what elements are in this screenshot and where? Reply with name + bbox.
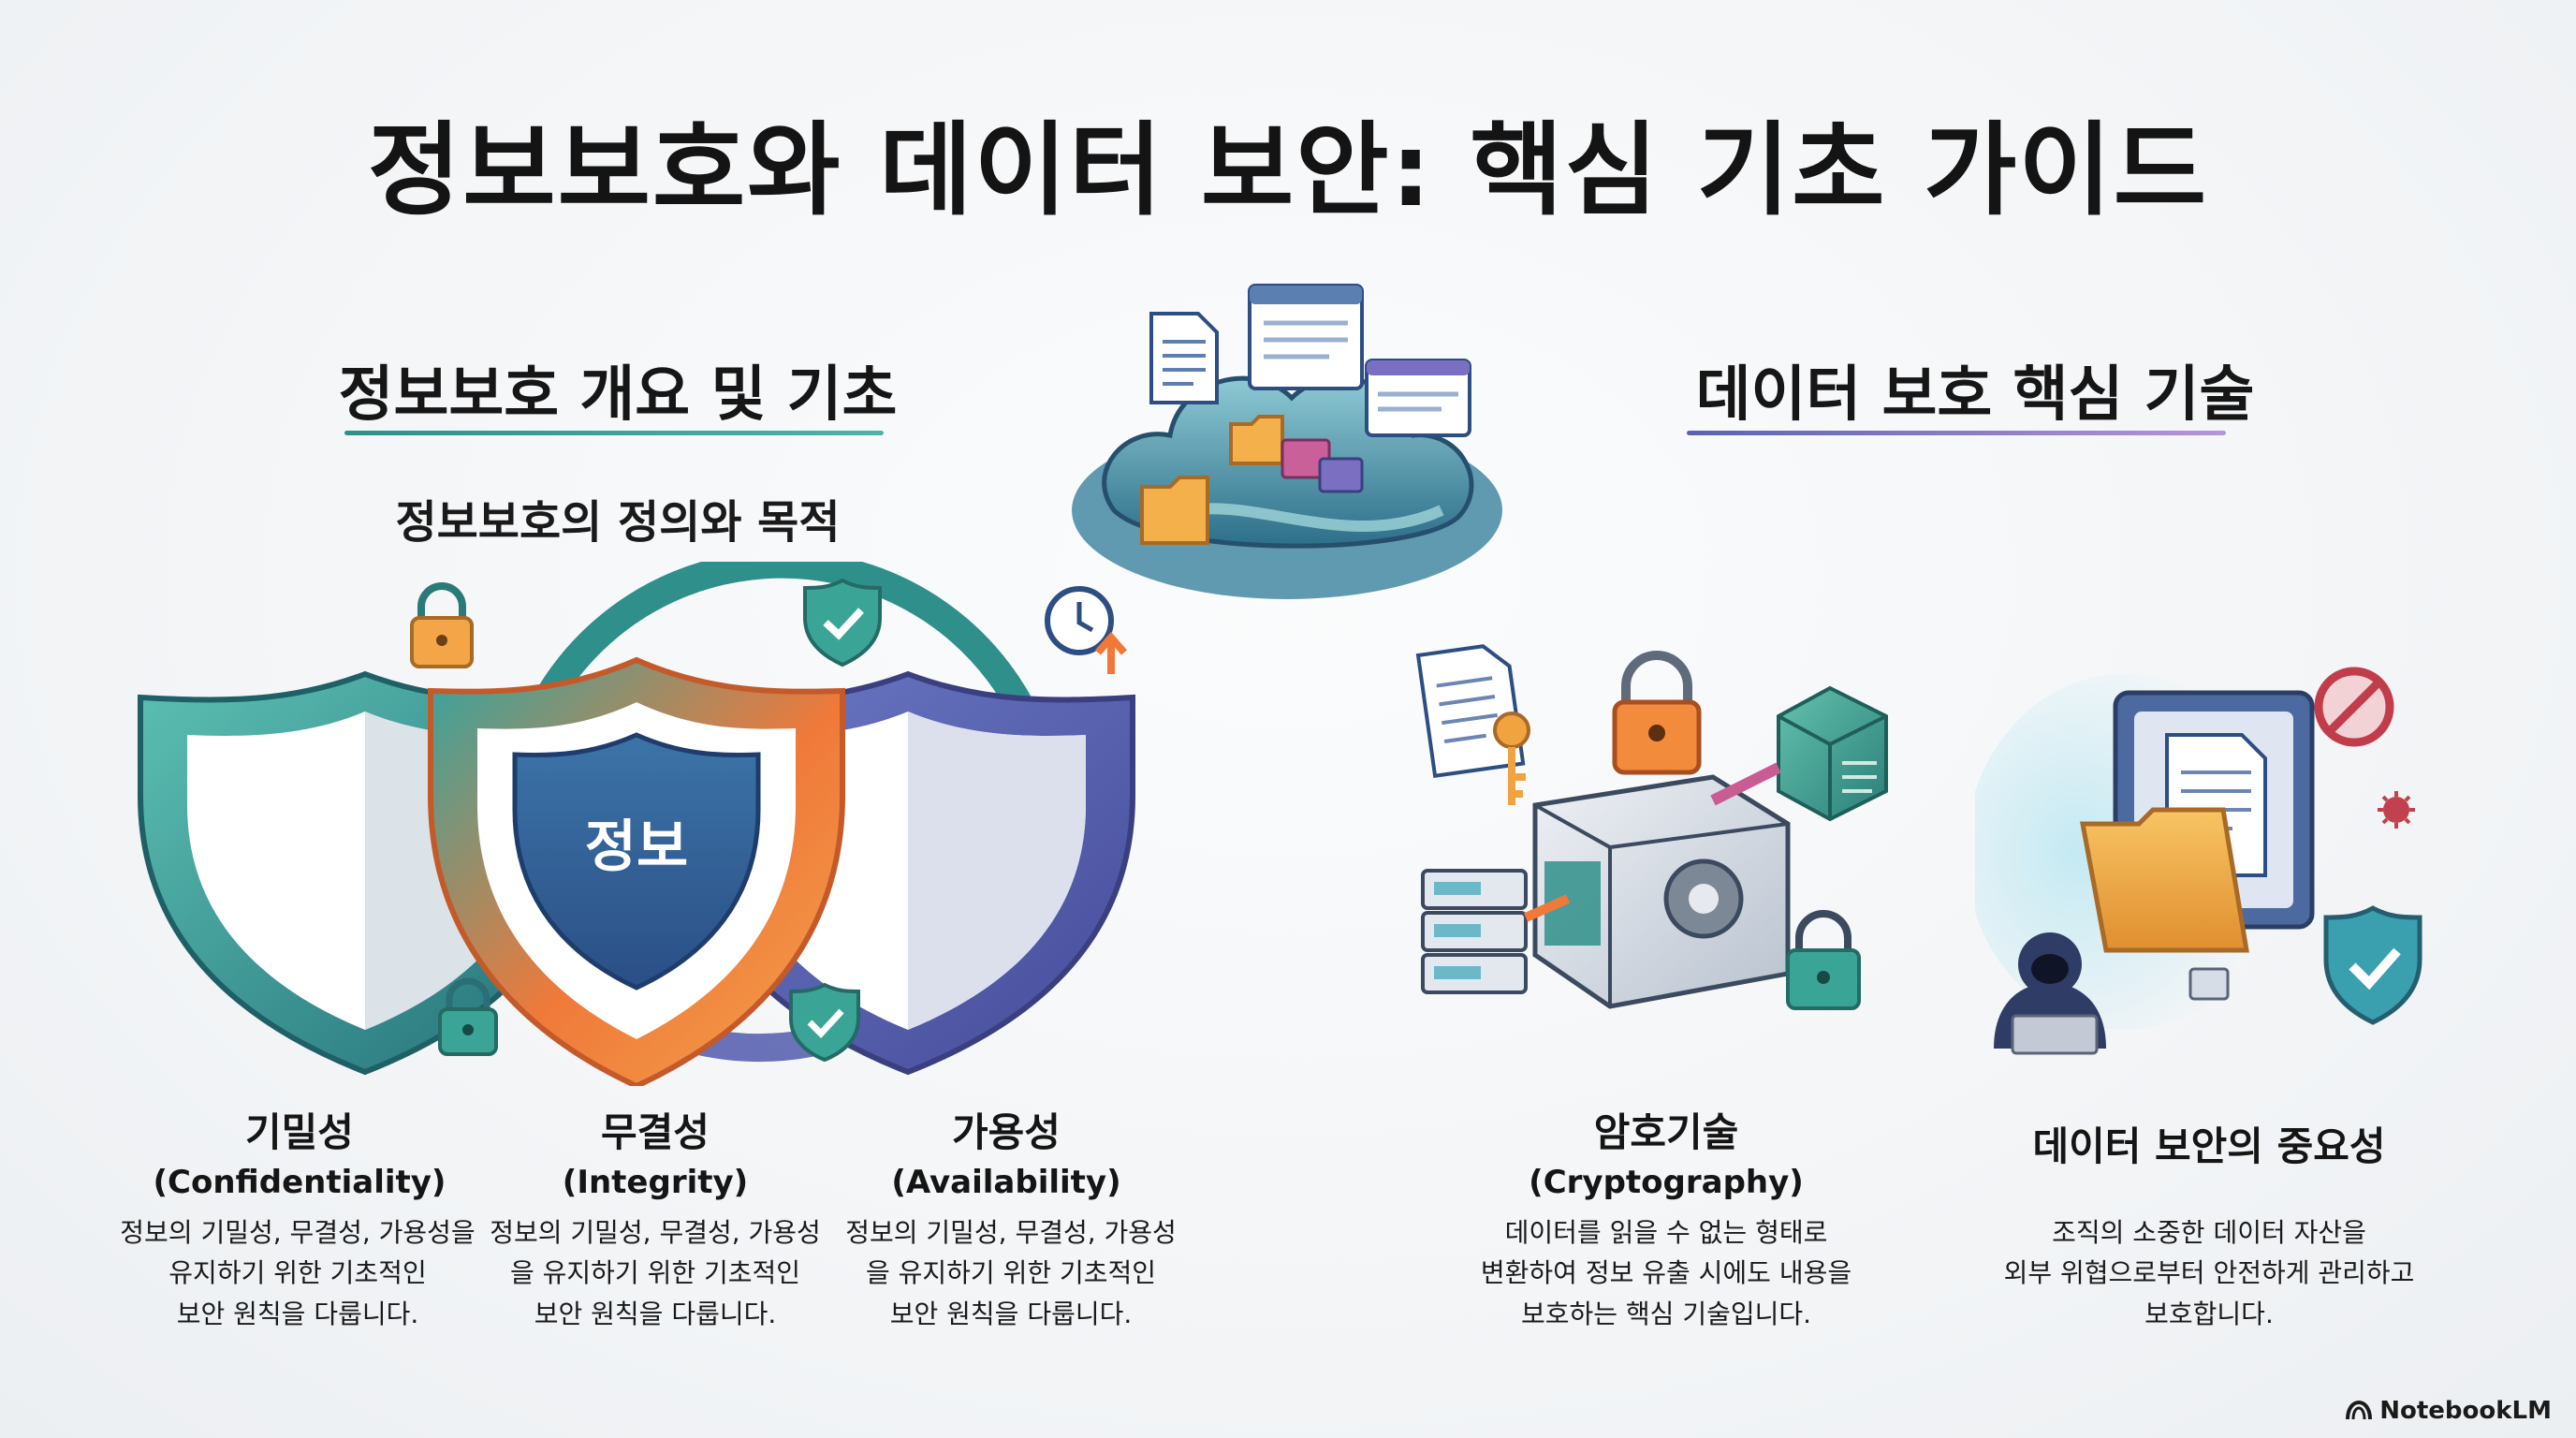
center-badge-label: 정보 [585, 814, 688, 880]
data-security-description: 조직의 소중한 데이터 자산을 외부 위협으로부터 안전하게 관리하고 보호합니… [1956, 1212, 2462, 1334]
hacker-icon [1994, 932, 2106, 1055]
cia-shields-illustration: 정보 [138, 562, 1135, 1086]
brand-name: NotebookLM [2379, 1397, 2552, 1425]
left-section-underline [344, 431, 884, 435]
check-shield-icon [2323, 905, 2422, 1025]
pillar-confidentiality-title: 기밀성 (Confidentiality) [122, 1109, 477, 1202]
pillar-availability-description: 정보의 기밀성, 무결성, 가용성 을 유지하기 위한 기초적인 보안 원칙을 … [828, 1212, 1193, 1334]
cryptography-title: 암호기술 (Cryptography) [1470, 1109, 1863, 1202]
brand-watermark: NotebookLM [2346, 1397, 2552, 1425]
desc-line: 을 유지하기 위한 기초적인 [509, 1257, 801, 1289]
desc-line: 외부 위협으로부터 안전하게 관리하고 [2003, 1257, 2415, 1289]
cryptography-description: 데이터를 읽을 수 없는 형태로 변환하여 정보 유출 시에도 내용을 보호하는… [1442, 1212, 1891, 1334]
data-security-illustration [1975, 667, 2422, 1055]
window-panel-icon [1365, 359, 1471, 437]
arrow-icon [1710, 762, 1781, 806]
pillar-name: 무결성 [601, 1109, 710, 1155]
pillar-confidentiality-description: 정보의 기밀성, 무결성, 가용성을 유지하기 위한 기초적인 보안 원칙을 다… [110, 1212, 485, 1334]
prohibited-icon [2314, 667, 2394, 747]
check-shield-small-icon [789, 982, 860, 1063]
padlock-icon [410, 582, 474, 668]
desc-line: 보안 원칙을 다룹니다. [534, 1298, 777, 1329]
left-subheading: 정보보호의 정의와 목적 [395, 496, 841, 549]
cloud-documents-illustration [1072, 284, 1502, 599]
pillar-english-name: (Availability) [891, 1164, 1121, 1202]
data-tile-icon [1281, 438, 1364, 493]
shield-integrity-icon: 정보 [428, 656, 845, 1086]
desc-line: 변환하여 정보 유출 시에도 내용을 [1480, 1257, 1852, 1289]
pillar-name: 가용성 [952, 1109, 1061, 1155]
folder-icon [2079, 807, 2249, 953]
desc-line: 보호합니다. [2144, 1298, 2274, 1329]
desc-line: 조직의 소중한 데이터 자산을 [2052, 1217, 2366, 1248]
encryption-box-icon [1532, 774, 1791, 1009]
padlock-orange-icon [1612, 651, 1702, 775]
browser-window-icon [1248, 284, 1364, 390]
folder-small-icon [1229, 415, 1284, 465]
item-name: 암호기술 [1593, 1109, 1739, 1155]
desc-line: 을 유지하기 위한 기초적인 [865, 1257, 1157, 1289]
right-section-title: 데이터 보호 핵심 기술 [1695, 360, 2255, 430]
pillar-integrity-description: 정보의 기밀성, 무결성, 가용성 을 유지하기 위한 기초적인 보안 원칙을 … [473, 1212, 838, 1334]
shield-availability-icon [681, 670, 1135, 1076]
desc-line: 정보의 기밀성, 무결성, 가용성을 [120, 1217, 476, 1248]
desc-line: 데이터를 읽을 수 없는 형태로 [1504, 1217, 1828, 1248]
pillar-availability-title: 가용성 (Availability) [828, 1109, 1184, 1202]
document-key-icon [1415, 644, 1530, 805]
padlock-teal-icon [1786, 910, 1861, 1010]
virus-icon [2378, 791, 2415, 829]
item-name: 데이터 보안의 중요성 [2032, 1123, 2386, 1169]
data-stream-arrow [1523, 894, 1571, 922]
pillar-english-name: (Integrity) [562, 1164, 749, 1202]
pillar-name: 기밀성 [245, 1109, 354, 1155]
cryptography-illustration [1415, 644, 1888, 1010]
desc-line: 보안 원칙을 다룹니다. [889, 1298, 1133, 1329]
document-icon [1149, 312, 1219, 404]
desc-line: 보안 원칙을 다룹니다. [176, 1298, 419, 1329]
desc-line: 유지하기 위한 기초적인 [168, 1257, 427, 1289]
left-section-title: 정보보호 개요 및 기초 [338, 360, 898, 430]
desc-line: 정보의 기밀성, 무결성, 가용성 [845, 1217, 1177, 1248]
check-shield-icon [803, 578, 882, 668]
right-section-underline [1687, 431, 2226, 435]
pillar-integrity-title: 무결성 (Integrity) [477, 1109, 833, 1202]
folder-icon [1140, 476, 1209, 545]
item-english-name: (Cryptography) [1529, 1164, 1804, 1202]
server-icon [1421, 869, 1528, 994]
clock-arrow-icon [1045, 586, 1128, 674]
notebooklm-logo-icon [2346, 1401, 2373, 1420]
desc-line: 정보의 기밀성, 무결성, 가용성 [490, 1217, 821, 1248]
data-security-title: 데이터 보안의 중요성 [1975, 1123, 2443, 1170]
pillar-english-name: (Confidentiality) [153, 1164, 446, 1202]
page-title: 정보보호와 데이터 보안: 핵심 기초 가이드 [367, 112, 2209, 229]
data-cube-icon [1777, 685, 1888, 822]
small-folder-icon [2188, 967, 2230, 1001]
desc-line: 보호하는 핵심 기술입니다. [1520, 1298, 1812, 1329]
padlock-small-icon [438, 977, 498, 1056]
